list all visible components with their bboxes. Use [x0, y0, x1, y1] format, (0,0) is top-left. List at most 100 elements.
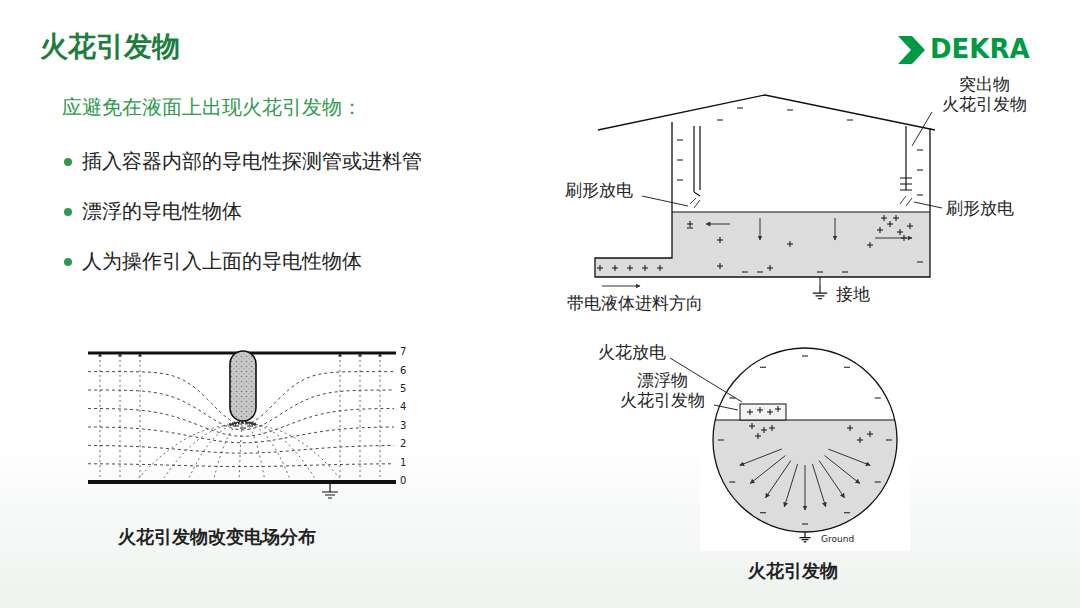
ground-symbol [799, 532, 810, 542]
plus-charge [717, 263, 723, 269]
minus-charge [760, 512, 766, 513]
plus-charge [755, 433, 761, 439]
charge-arrow [875, 238, 912, 239]
logo-text: DEKRA [930, 34, 1030, 65]
plus-charge [687, 221, 693, 227]
callout-number: 1 [400, 457, 406, 469]
minus-charge [787, 110, 793, 111]
equipotential-line [88, 445, 394, 453]
logo-mark [898, 36, 925, 64]
field-line [135, 424, 233, 482]
plus-charge [717, 237, 723, 243]
minus-charge [760, 367, 766, 368]
field-line [340, 353, 341, 482]
plus-charge [757, 407, 763, 413]
field-line [120, 353, 121, 482]
charge-arrow [740, 449, 782, 465]
charge-arrow [765, 461, 790, 498]
part-label: 接地 [836, 284, 870, 304]
minus-charge [842, 272, 848, 273]
charge-arrow [835, 218, 836, 240]
minus-charge [240, 428, 246, 429]
minus-charge [917, 195, 923, 196]
minus-charge [875, 482, 881, 483]
plus-charge [747, 409, 753, 415]
sphere-wall [713, 348, 897, 532]
field-line [250, 423, 317, 482]
part-label: Ground [821, 534, 854, 545]
part-label: 火花放电 [598, 342, 666, 362]
minus-charge [886, 440, 892, 441]
charge-arrow [602, 286, 640, 287]
charge-arrow [805, 465, 806, 510]
tank-wall [595, 122, 930, 277]
minus-charge [677, 180, 683, 181]
callout-number: 5 [400, 383, 406, 395]
part-label: 刷形放电 [946, 198, 1014, 218]
field-line [245, 421, 265, 482]
charge-arrow [819, 461, 844, 498]
plus-charge [767, 409, 773, 415]
probe-electrode [230, 351, 256, 421]
field-line [161, 423, 235, 482]
plus-charge [867, 242, 873, 248]
plus-charge [897, 229, 903, 235]
minus-charge [802, 524, 808, 525]
field-line [380, 353, 381, 482]
plus-charge [775, 406, 781, 412]
minus-charge [729, 482, 735, 483]
minus-charge [677, 160, 683, 161]
floating-object [740, 404, 786, 420]
plus-charge [597, 265, 603, 271]
minus-charge [233, 426, 239, 427]
minus-charge [844, 512, 850, 513]
field-line [187, 422, 238, 482]
plus-charge [761, 427, 767, 433]
sphere-figure [670, 336, 910, 551]
callout-number: 7 [400, 346, 406, 358]
part-label: 带电液体进料方向 [567, 293, 703, 313]
liquid-surface [700, 420, 910, 421]
plus-charge [612, 265, 618, 271]
charge-arrow [760, 218, 761, 240]
plus-charge [657, 265, 663, 271]
field-line [252, 424, 343, 482]
minus-charge [677, 140, 683, 141]
bullet-text: 漂浮的导电性物体 [82, 199, 242, 223]
part-label: 刷形放电 [565, 180, 633, 200]
tank-roof [598, 95, 935, 130]
field-line [239, 420, 243, 482]
plus-charge [887, 221, 893, 227]
minus-charge [802, 356, 808, 357]
figure-panel [700, 336, 910, 551]
charge-arrow [812, 464, 825, 507]
tank-figure [595, 95, 942, 299]
plus-charge [767, 265, 773, 271]
minus-charge [917, 150, 923, 151]
liquid-surface [672, 212, 930, 213]
minus-charge [737, 108, 743, 109]
minus-charge [757, 272, 763, 273]
minus-charge [718, 440, 724, 441]
ground-wire [820, 277, 821, 286]
figure-caption: 火花引发物改变电场分布 [118, 526, 316, 548]
bullet-text: 人为操作引入上面的导电性物体 [82, 249, 362, 273]
callout-number: 2 [400, 438, 406, 450]
probe-pipe [694, 126, 700, 196]
plus-charge [627, 265, 633, 271]
minus-charge [817, 272, 823, 273]
charged-liquid [595, 212, 930, 277]
plus-charge [749, 423, 755, 429]
ground-symbol [813, 286, 827, 299]
minus-charge [844, 367, 850, 368]
bullet-text: 插入容器内部的导电性探测管或进料管 [82, 149, 422, 173]
field-figure [88, 351, 396, 498]
minus-charge [917, 262, 923, 263]
ground-symbol [322, 484, 338, 498]
callout-number: 3 [400, 420, 406, 432]
minus-charge [687, 228, 693, 229]
part-label: 漂浮物 火花引发物 [612, 370, 712, 411]
plus-charge [857, 437, 863, 443]
charge-arrow [706, 224, 730, 225]
